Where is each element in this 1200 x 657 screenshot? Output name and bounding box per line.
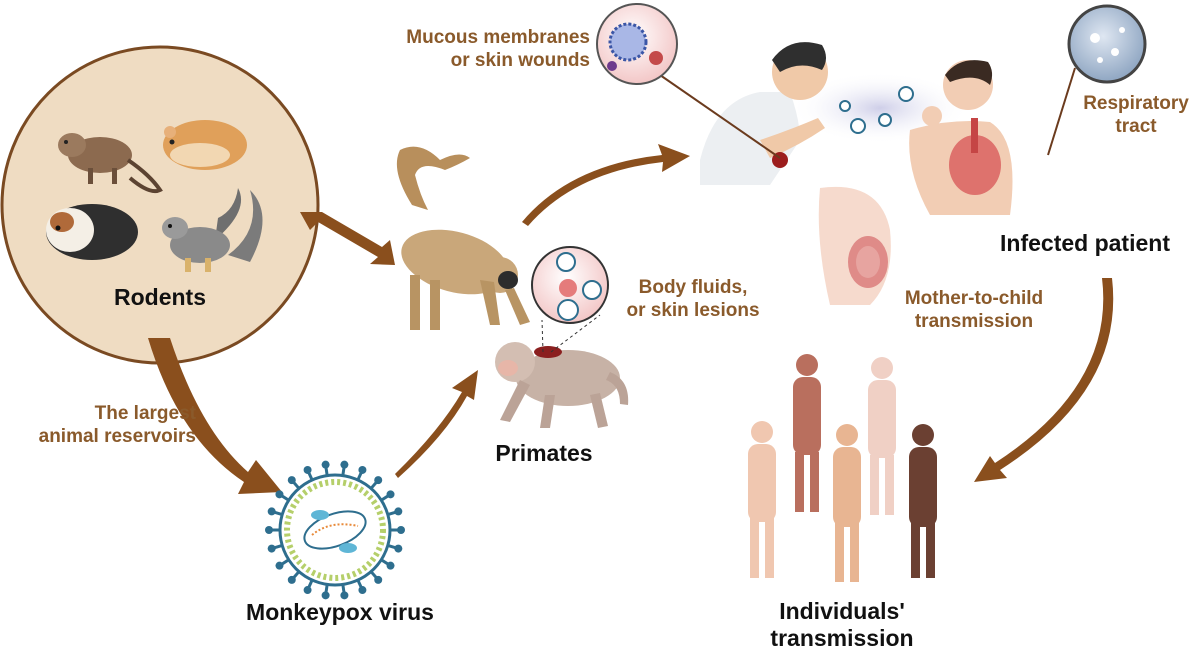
virus-spike-head (275, 490, 284, 499)
virus-spike-head (303, 465, 312, 474)
virus-spike-head (358, 586, 367, 595)
cough-scene (700, 42, 1013, 215)
primates-label: Primates (495, 440, 593, 466)
virus-spike-head (386, 490, 395, 499)
virus-spike-head (374, 575, 383, 584)
rodents-label: Rodents (114, 284, 206, 310)
macaque-icon (495, 342, 629, 428)
monkeypox-virus-icon (265, 460, 405, 600)
squirrel-icon (162, 188, 263, 272)
guinea-pig-icon (46, 204, 138, 260)
virus-spike-head (265, 526, 273, 534)
arrow-virus-primates (395, 370, 478, 478)
pregnant-woman-icon (818, 186, 891, 305)
mother-to-child-label: Mother-to-child transmission (904, 288, 1044, 332)
virus-spike-head (275, 561, 284, 570)
virus-spike-head (397, 526, 405, 534)
mucous-membranes-label: Mucous membranes or skin wounds (406, 27, 590, 71)
arrow-primates-patient (522, 144, 690, 226)
virus-spike-head (340, 460, 349, 469)
virus-spike-head (394, 544, 403, 553)
arrow-reservoirs-virus (148, 338, 282, 494)
respiratory-tract-label: Respiratory tract (1083, 93, 1189, 137)
infected-patient-label: Infected patient (1000, 230, 1170, 256)
largest-reservoirs-label: The largest animal reservoirs (38, 403, 196, 447)
arrow-patient-individuals (974, 278, 1114, 482)
virus-spike-head (303, 586, 312, 595)
virus-spike-head (358, 465, 367, 474)
rodents-group (0, 45, 320, 365)
monkeypox-virus-label: Monkeypox virus (246, 599, 434, 625)
virus-spike-head (287, 476, 296, 485)
hamster-icon (163, 120, 247, 170)
mucous-membrane-bubble (596, 3, 781, 159)
monkey-icon (396, 146, 530, 330)
virus-spike-head (321, 591, 330, 600)
virus-spike-head (267, 544, 276, 553)
body-fluids-label: Body fluids, or skin lesions (626, 277, 760, 321)
virus-spike-head (287, 575, 296, 584)
rodents-circle (0, 45, 320, 365)
respiratory-tract-bubble (1047, 4, 1147, 156)
arrows (148, 144, 1114, 494)
chipmunk-icon (58, 133, 163, 194)
virus-spike-head (386, 561, 395, 570)
people-group-icon (748, 354, 937, 582)
virus-spike-head (374, 476, 383, 485)
arrow-rodents-primates (300, 212, 395, 265)
virus-spike-head (267, 507, 276, 516)
virus-spike-head (340, 591, 349, 600)
virus-spike-head (394, 507, 403, 516)
virus-spike-head (321, 460, 330, 469)
individuals-transmission-label: Individuals' transmission (770, 598, 914, 651)
body-fluids-bubble (531, 246, 609, 353)
